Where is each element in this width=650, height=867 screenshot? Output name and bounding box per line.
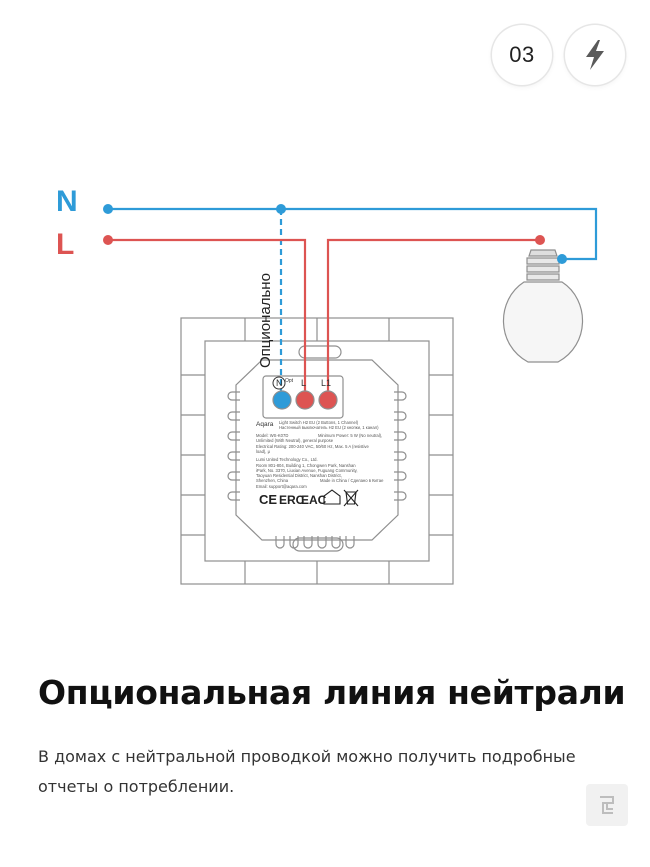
light-bulb: [502, 249, 584, 363]
svg-text:iPark, No. 3370, Liuxian Avenu: iPark, No. 3370, Liuxian Avenue, Fuguang…: [256, 468, 358, 473]
indoor-use-icon: [323, 489, 341, 505]
erc-mark: ERC: [279, 493, 305, 507]
back-label: Aqara Light Switch H2 EU (2 Buttons, 1 C…: [256, 420, 384, 489]
svg-text:Room 801-804, Building 1, Chon: Room 801-804, Building 1, Chongwen Park,…: [256, 463, 356, 468]
svg-text:Taoyuan Residential District,: Taoyuan Residential District, Nanshan Di…: [256, 473, 342, 478]
switch-panel: [180, 317, 454, 585]
neutral-label: N: [56, 185, 78, 218]
svg-text:Made in China / Сделано в Кита: Made in China / Сделано в Китае: [320, 478, 384, 483]
svg-text:Настенный выключатель H2 EU (2: Настенный выключатель H2 EU (2 кнопки, 1…: [279, 425, 379, 430]
terminal-label-neutral: N: [276, 378, 283, 388]
page-title: Опциональная линия нейтрали: [38, 673, 626, 712]
terminal-block: [262, 375, 344, 419]
svg-text:Email: support@aqara.com: Email: support@aqara.com: [256, 484, 307, 489]
switch-inner-frame: [204, 340, 430, 562]
lightning-bolt-icon: [565, 25, 625, 85]
step-number-badge: 03: [492, 25, 552, 85]
terminal-label-load: L1: [321, 378, 331, 388]
terminal-label-line: L: [301, 378, 306, 388]
terminal-label-opt: Opt: [285, 378, 294, 384]
svg-text:Model: WS-K07D: Model: WS-K07D: [256, 433, 288, 438]
weee-bin-icon: [343, 489, 359, 507]
line-wire: [108, 238, 540, 392]
eac-mark: EAC: [301, 493, 327, 507]
step-number: 03: [509, 42, 535, 67]
svg-text:Electrical Rating: 200-240 VAC: Electrical Rating: 200-240 VAC, 50/60 Hz…: [256, 444, 369, 449]
terminal-screws: [272, 390, 338, 410]
svg-text:Shenzhen, China: Shenzhen, China: [256, 478, 289, 483]
svg-text:Minimum Power: 5 W (No neutral: Minimum Power: 5 W (No neutral),: [318, 433, 382, 438]
switch-back-module: [235, 359, 399, 541]
watermark-logo-icon: [586, 784, 628, 826]
page-description: В домах с нейтральной проводкой можно по…: [38, 747, 576, 796]
ce-mark: CE: [259, 492, 277, 507]
svg-text:load), μ: load), μ: [256, 449, 271, 454]
brand-logo: Aqara: [256, 421, 274, 428]
svg-text:Unlimited (With Neutral), gene: Unlimited (With Neutral), general purpos…: [256, 438, 334, 443]
optional-label: Опционально: [257, 273, 274, 368]
line-label: L: [56, 228, 74, 261]
wire-dots: [103, 204, 567, 264]
svg-text:Lumi United Technology Co., Lt: Lumi United Technology Co., Ltd.: [256, 457, 318, 462]
svg-text:Light Switch H2 EU (2 Buttons,: Light Switch H2 EU (2 Buttons, 1 Channel…: [279, 420, 359, 425]
wiring-diagram: N Opt L L1 N L Опционально Aqara Light S…: [56, 185, 598, 585]
certification-marks: CE ERC EAC: [259, 489, 359, 507]
